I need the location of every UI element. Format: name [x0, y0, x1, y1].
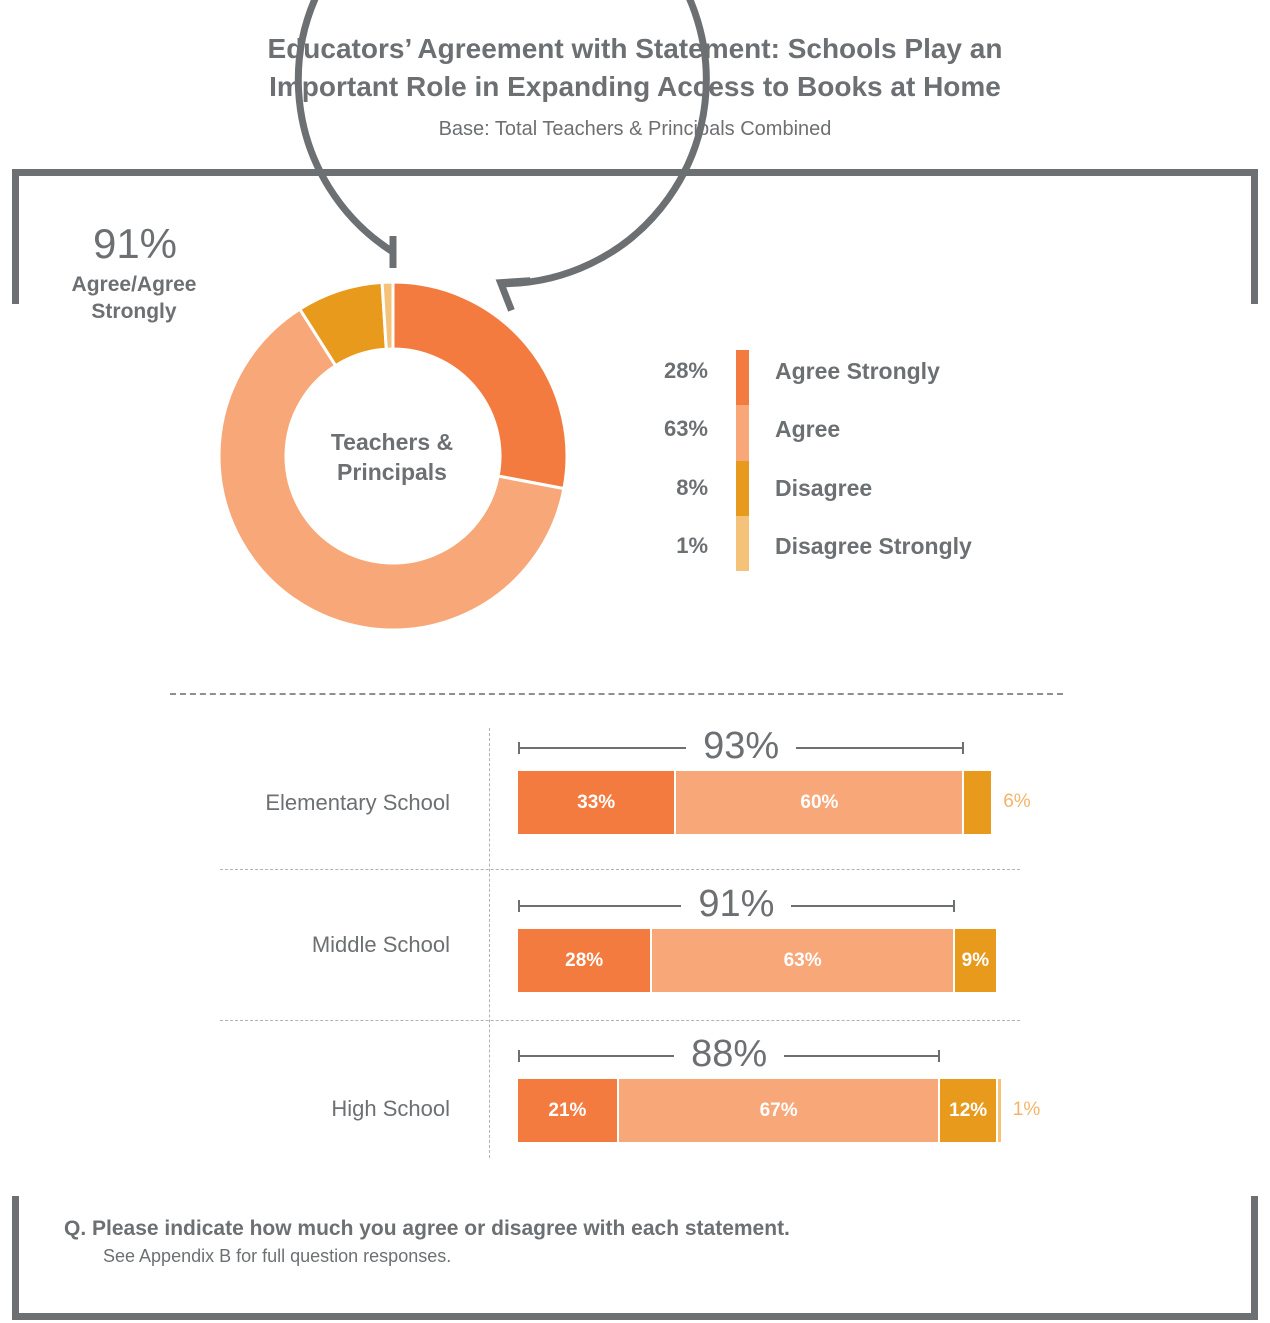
bar-high-agree: 67% [618, 1079, 941, 1142]
frame-top-bracket [12, 169, 1258, 304]
bar-elementary-agree: 60% [676, 771, 965, 834]
bracket-tick-middle-end [952, 900, 955, 912]
bar-elementary-agree-strongly: 33% [518, 771, 677, 834]
donut-slice-agree-strongly [391, 280, 569, 491]
donut-center-label: Teachers & Principals [292, 427, 492, 487]
legend-label-disagree: Disagree [775, 475, 873, 501]
bar-high-disagree: 12% [940, 1079, 998, 1142]
bracket-tick-elementary-end [962, 742, 965, 754]
agree-arc-arrowhead [495, 277, 531, 312]
summary-label-line-1: Agree/Agree [71, 273, 197, 296]
donut-slice-disagree-strongly [380, 280, 395, 351]
agree-total-pct-elementary: 93% [686, 725, 797, 768]
legend-label-agree-strongly: Agree Strongly [775, 358, 940, 384]
agree-total-pct-high: 88% [674, 1033, 785, 1076]
title-line-2: Important Role in Expanding Access to Bo… [269, 71, 1001, 102]
donut-center-line-2: Principals [337, 459, 447, 485]
bracket-tick-high-end [938, 1050, 941, 1062]
summary-label-line-2: Strongly [91, 300, 177, 323]
legend-label-disagree-strongly: Disagree Strongly [775, 533, 972, 559]
frame-bottom-bracket [12, 1196, 1258, 1320]
chart-title: Educators’ Agreement with Statement: Sch… [0, 30, 1270, 106]
donut-center-line-1: Teachers & [330, 429, 454, 455]
donut-chart [217, 0, 710, 632]
row-divider-1 [220, 869, 1020, 870]
bar-high-agree-strongly: 21% [518, 1079, 619, 1142]
bar-label-high-disagree-strongly: 1% [1012, 1099, 1041, 1120]
agree-total-arc [294, 0, 710, 288]
bar-middle-agree: 63% [652, 929, 955, 992]
title-line-1: Educators’ Agreement with Statement: Sch… [267, 33, 1003, 64]
legend-label-agree: Agree [775, 416, 841, 442]
legend-swatch-agree-strongly [736, 350, 749, 405]
section-divider [170, 693, 1063, 695]
category-label-high: High School [331, 1096, 450, 1121]
bar-axis-divider [489, 728, 490, 1158]
donut-slice-agree [217, 307, 566, 632]
row-divider-2 [220, 1020, 1020, 1021]
chart-subtitle: Base: Total Teachers & Principals Combin… [438, 118, 832, 140]
bar-label-elementary-disagree: 6% [1003, 791, 1031, 812]
summary-label: Agree/Agree Strongly [50, 271, 218, 325]
bar-elementary-disagree [964, 771, 994, 834]
bar-middle-agree-strongly: 28% [518, 929, 653, 992]
bar-label-high-agree: 67% [759, 1099, 798, 1121]
bar-label-middle-disagree: 9% [961, 949, 990, 971]
bar-label-elementary-agree-strongly: 33% [577, 791, 616, 813]
bar-middle-disagree: 9% [954, 929, 998, 992]
bar-label-middle-agree-strongly: 28% [565, 949, 604, 971]
legend-swatch-disagree [736, 461, 749, 516]
bracket-tick-elementary-start [518, 742, 520, 754]
bracket-tick-high-start [518, 1050, 520, 1062]
category-label-elementary: Elementary School [265, 790, 450, 815]
bracket-tick-middle-start [518, 900, 520, 912]
legend-pct-disagree: 8% [676, 475, 708, 500]
legend-swatch-agree [736, 405, 749, 461]
bar-high-disagree-strongly [998, 1079, 1003, 1142]
legend-pct-agree: 63% [663, 416, 708, 441]
agree-total-pct-middle: 91% [681, 883, 792, 926]
question-text: Q. Please indicate how much you agree or… [64, 1217, 790, 1240]
summary-percent: 91% [92, 220, 178, 267]
bar-label-elementary-agree: 60% [800, 791, 839, 813]
bar-label-middle-agree: 63% [783, 949, 822, 971]
bar-label-high-disagree: 12% [949, 1099, 988, 1121]
category-label-middle: Middle School [311, 932, 450, 957]
legend-pct-disagree-strongly: 1% [676, 533, 708, 558]
legend-swatch-disagree-strongly [736, 516, 749, 571]
bar-label-high-agree-strongly: 21% [548, 1099, 587, 1121]
question-note: See Appendix B for full question respons… [103, 1246, 452, 1266]
legend-pct-agree-strongly: 28% [663, 358, 708, 383]
